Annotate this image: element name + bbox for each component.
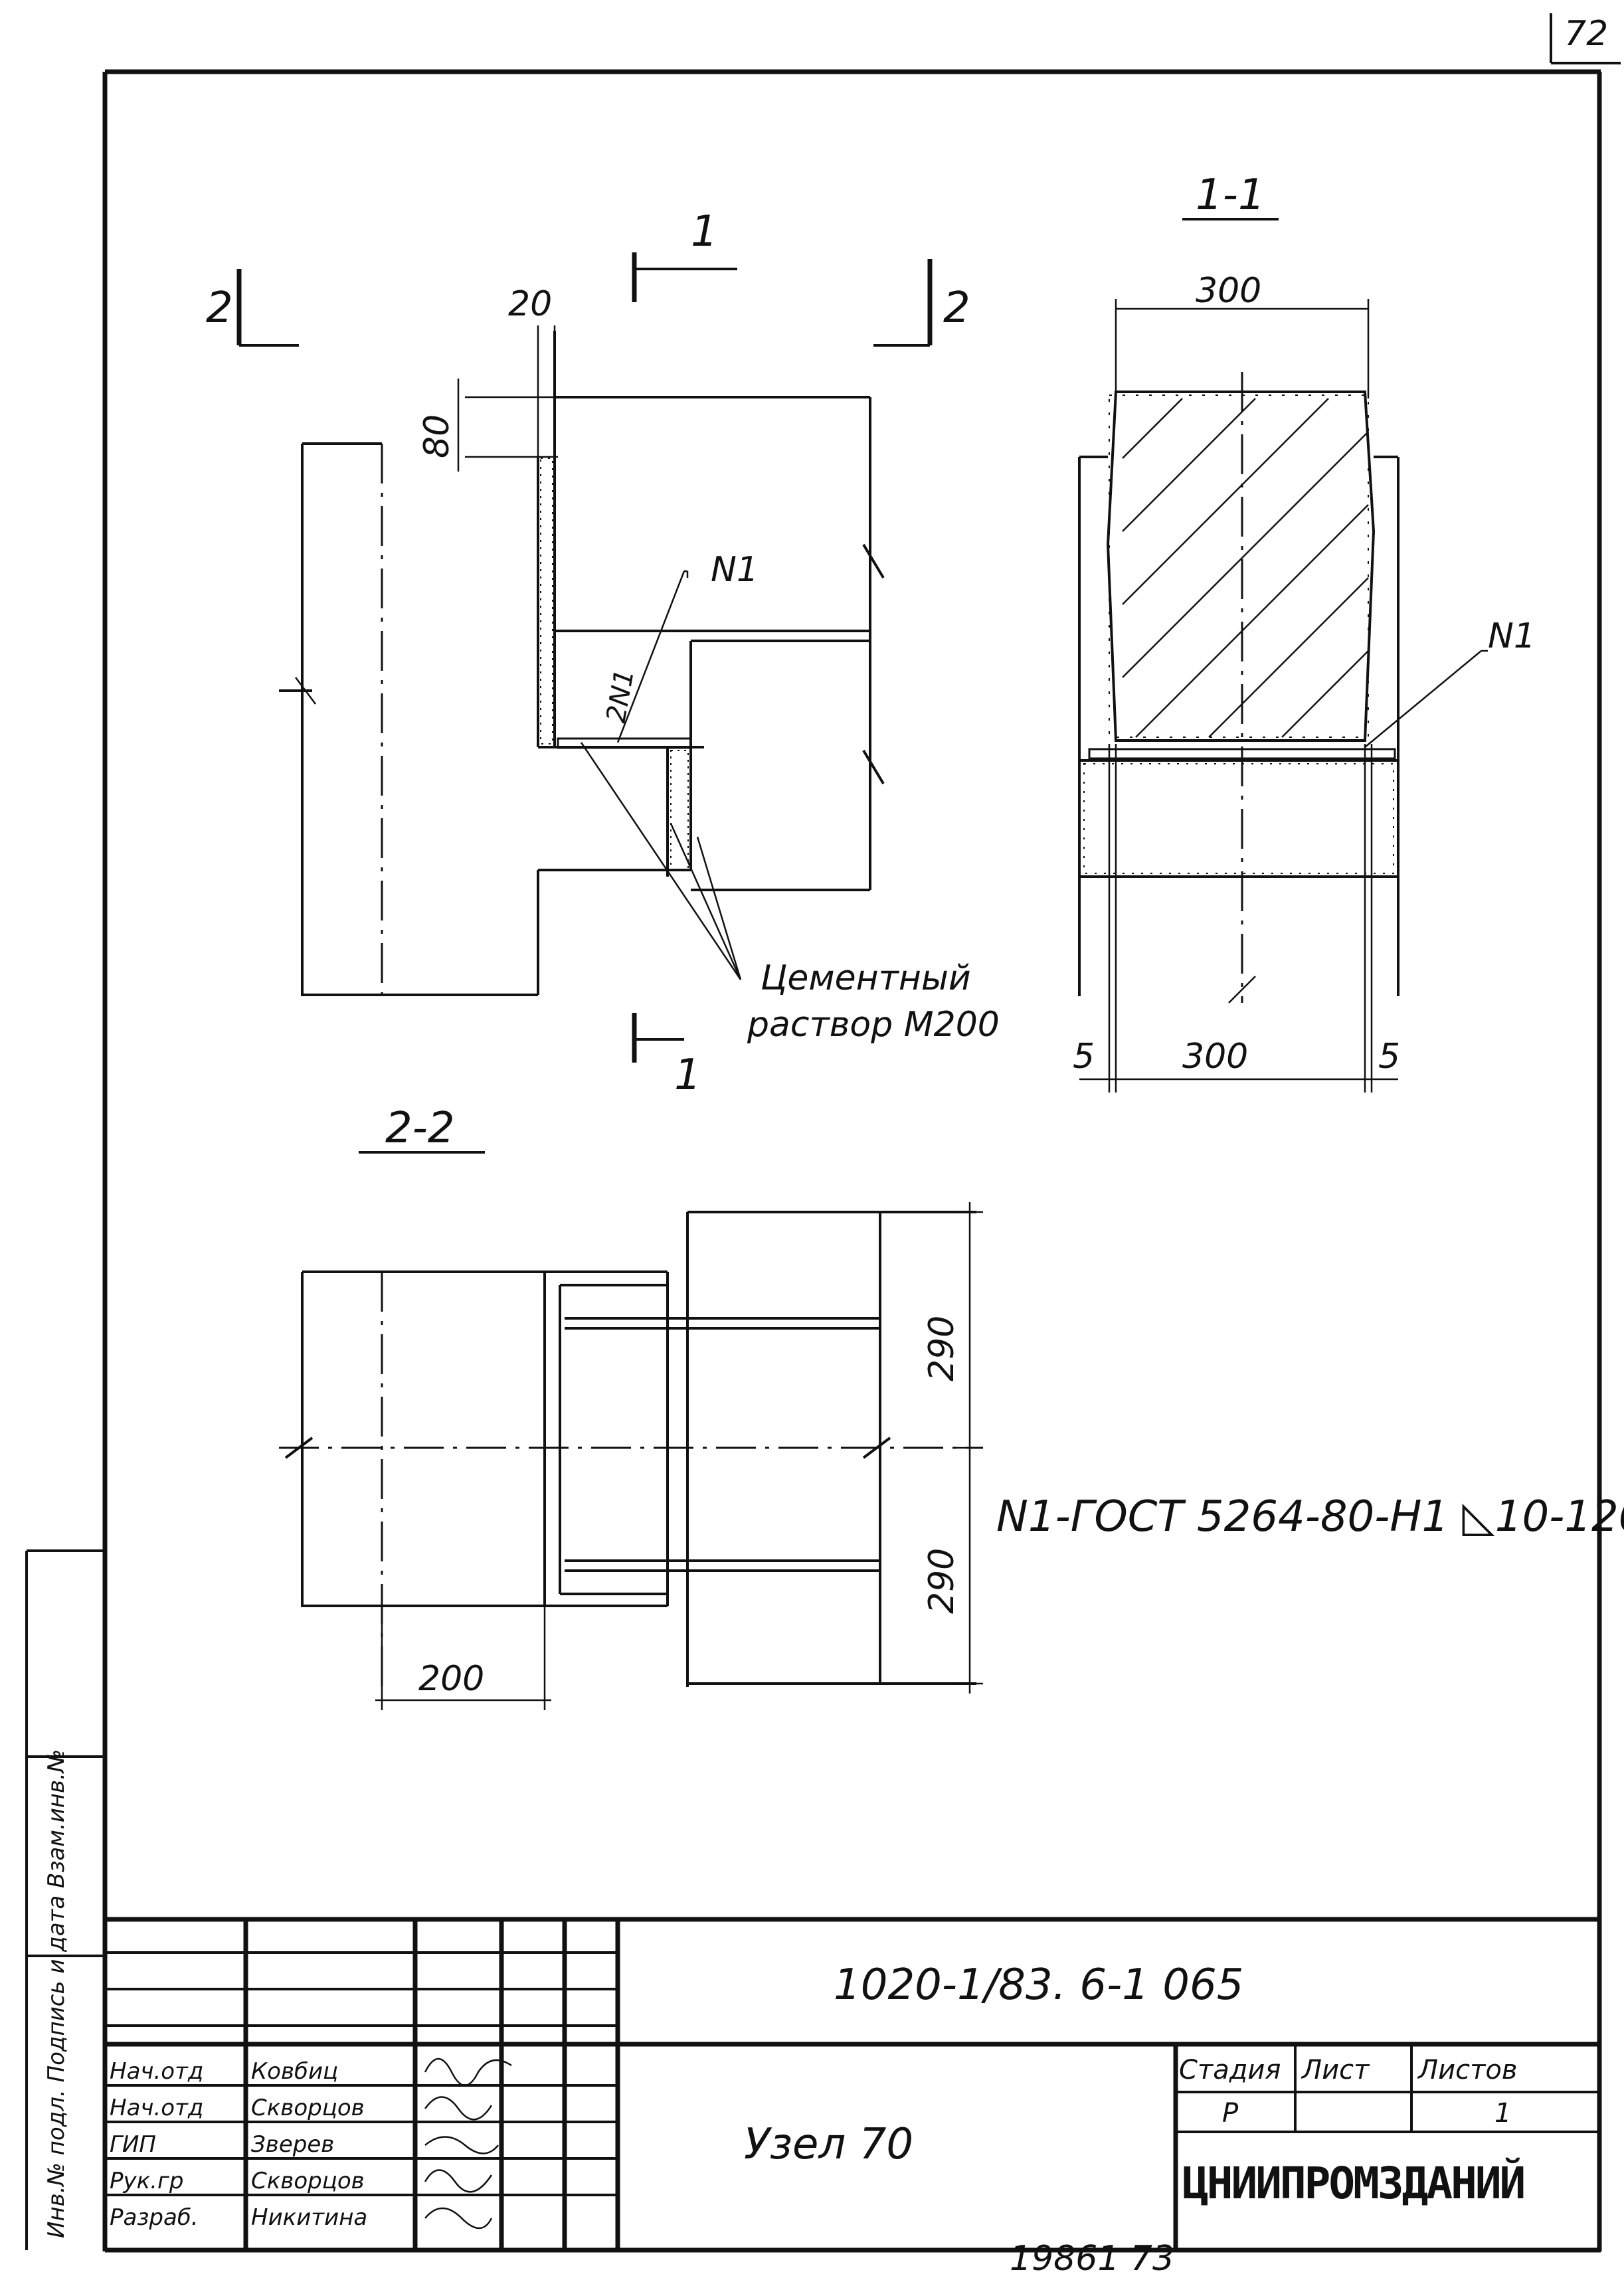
label-n1-detail: N1 xyxy=(1488,616,1536,656)
dim-5-right: 5 xyxy=(1378,1037,1400,1077)
section-1-1-title: 1-1 xyxy=(1196,171,1265,220)
side-stamp-text: Инв.№ подл. Подпись и дата Взам.инв.№ xyxy=(43,1749,70,2238)
row-2-name: Скворцов xyxy=(251,2095,365,2121)
label-cement-2: раствор М200 xyxy=(747,1005,1000,1045)
doc-code: 1020-1/83. 6-1 065 xyxy=(834,1961,1243,2010)
stage-value: Р xyxy=(1222,2098,1239,2129)
label-2n1: 2N1 xyxy=(601,667,640,725)
stage-label: Стадия xyxy=(1179,2055,1281,2085)
row-1-role: Нач.отд xyxy=(110,2058,203,2085)
dim-200: 200 xyxy=(418,1659,484,1699)
section-mark-2-left: 2 xyxy=(206,284,233,333)
row-4-name: Скворцов xyxy=(251,2168,365,2194)
section-1-1 xyxy=(1078,218,1488,1093)
row-5-name: Никитина xyxy=(251,2204,367,2231)
sheets-value: 1 xyxy=(1494,2098,1511,2129)
row-2-role: Нач.отд xyxy=(110,2095,203,2121)
dim-5-left: 5 xyxy=(1073,1037,1095,1077)
row-1-name: Ковбиц xyxy=(251,2058,338,2085)
sheet-frame xyxy=(25,13,1621,2253)
row-5-role: Разраб. xyxy=(110,2204,199,2231)
row-3-role: ГИП xyxy=(110,2131,156,2158)
signatures xyxy=(424,2057,512,2230)
label-cement-1: Цементный xyxy=(761,958,971,998)
page-number: 72 xyxy=(1564,14,1608,54)
title-block xyxy=(105,1917,1599,2250)
dim-290-top: 290 xyxy=(922,1316,962,1381)
weld-spec: N1-ГОСТ 5264-80-Н1 ◺10-120 xyxy=(996,1492,1624,1541)
node-title: Узел 70 xyxy=(744,2120,913,2169)
row-3-name: Зверев xyxy=(251,2131,334,2158)
dim-80: 80 xyxy=(417,414,457,458)
section-2-2 xyxy=(279,1151,983,1710)
dim-290-bottom: 290 xyxy=(922,1548,962,1614)
sheets-label: Листов xyxy=(1417,2055,1517,2085)
section-mark-1-bottom: 1 xyxy=(674,1051,701,1100)
sheet-label: Лист xyxy=(1301,2055,1370,2085)
main-elevation xyxy=(236,252,933,1063)
section-2-2-title: 2-2 xyxy=(385,1104,455,1153)
dim-300-top: 300 xyxy=(1196,271,1261,311)
bottom-inventory-number: 19861 73 xyxy=(1010,2239,1174,2274)
dim-20: 20 xyxy=(508,284,552,324)
label-n1: N1 xyxy=(711,550,759,590)
row-4-role: Рук.гр xyxy=(110,2168,183,2194)
concrete-hatching xyxy=(1122,398,1369,738)
dim-300-bottom: 300 xyxy=(1182,1037,1248,1077)
section-mark-1-top: 1 xyxy=(691,207,718,256)
organization-stamp: ЦНИИПРОМЗДАНИЙ xyxy=(1182,2157,1524,2209)
section-mark-2-right: 2 xyxy=(943,284,970,333)
